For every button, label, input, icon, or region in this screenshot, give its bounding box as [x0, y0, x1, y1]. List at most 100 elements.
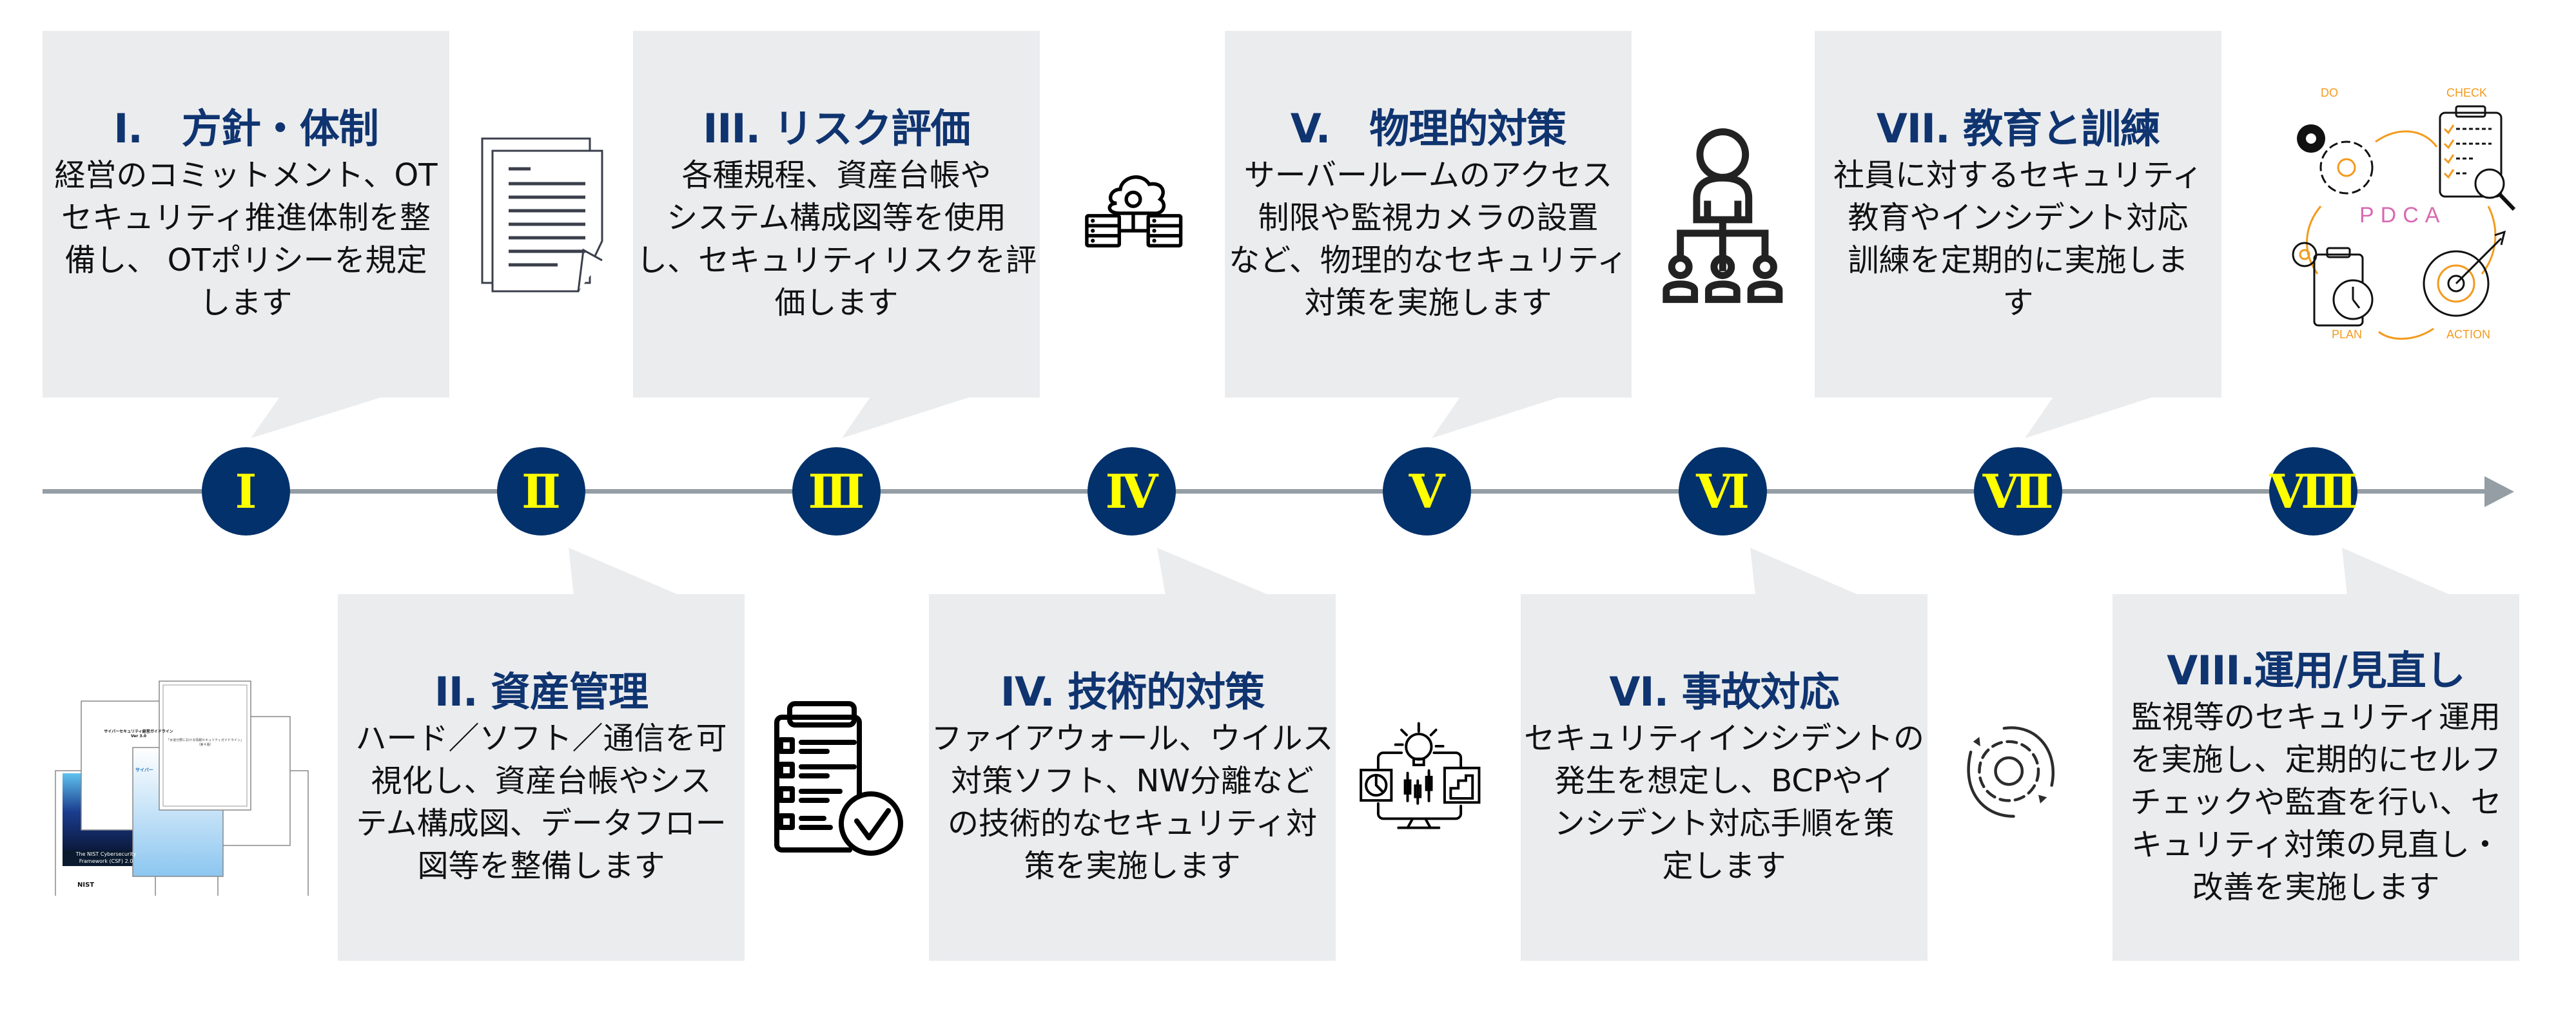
checklist-icon — [774, 701, 903, 856]
description-line: し、セキュリティリスクを評 — [636, 242, 1037, 278]
step-title: VIII.運用/見直し — [2167, 646, 2465, 694]
description-line: など、物理的なセキュリティ — [1229, 242, 1628, 278]
doc2-edition: （第４版） — [197, 743, 213, 747]
description-line: します — [199, 284, 293, 321]
description-line: キュリティ対策の見直し・ — [2131, 826, 2501, 863]
step-marker-4: Ⅳ — [1088, 447, 1176, 535]
marker-numeral: Ⅰ — [235, 463, 257, 519]
callout-tail — [1432, 397, 1560, 438]
callout-tail — [842, 397, 970, 438]
description-line: 対策ソフト、NW分離など — [951, 762, 1314, 799]
pdca-center-label: PDCA — [2359, 203, 2446, 227]
marker-numeral: Ⅴ — [1409, 463, 1445, 519]
step-card-4: IV. 技術的対策 ファイアウォール、ウイルス 対策ソフト、NW分離など の技術… — [929, 594, 1336, 961]
description-line: を実施し、定期的にセルフ — [2130, 741, 2502, 778]
step-title: VII. 教育と訓練 — [1876, 104, 2160, 152]
description-line: 視化し、資産台帳やシス — [371, 762, 712, 799]
step-title: III. リスク評価 — [703, 104, 970, 152]
step-marker-5: Ⅴ — [1383, 447, 1471, 535]
step-description: 監視等のセキュリティ運用 を実施し、定期的にセルフ チェックや監査を行い、セ キ… — [2131, 696, 2502, 909]
description-line: サーバールームのアクセス — [1244, 157, 1613, 193]
description-line: テム構成図、データフロー — [356, 805, 727, 842]
step-marker-1: Ⅰ — [202, 447, 290, 535]
description-line: 策を実施します — [1024, 847, 1241, 884]
step-title: IV. 技術的対策 — [1000, 668, 1265, 715]
step-card-5: V. 物理的対策 サーバールームのアクセス 制限や監視カメラの設置 など、物理的… — [1225, 31, 1632, 398]
callout-tail — [1750, 548, 1860, 595]
marker-numeral: Ⅵ — [1696, 463, 1750, 519]
callout-tail — [2025, 397, 2153, 438]
doc2-title: 「水道分野における情報セキュリティガイドライン」 — [166, 738, 244, 742]
step-card-7: VII. 教育と訓練 社員に対するセキュリティ 教育やインシデント対応 訓練を定… — [1815, 31, 2221, 398]
pdca-action-label: ACTION — [2446, 328, 2490, 341]
step-description: ハード／ソフト／通信を可 視化し、資産台帳やシス テム構成図、データフロー 図等… — [356, 717, 727, 887]
pdca-cycle: DO CHECK PLAN ACTION PDCA — [2292, 86, 2516, 341]
description-line: 発生を想定し、BCPやイ — [1554, 762, 1894, 799]
description-line: 社員に対するセキュリティ — [1833, 157, 2203, 193]
doc-title-water-guideline: 「水道分野における情報セキュリティガイドライン」 （第４版） — [165, 738, 245, 747]
step-description: セキュリティインシデントの 発生を想定し、BCPやイ ンシデント対応手順を策 定… — [1524, 717, 1924, 887]
step-card-1: I. 方針・体制 経営のコミットメント、OT セキュリティ推進体制を整 備し、 … — [43, 31, 449, 398]
monitor-analytics-icon — [1360, 722, 1481, 829]
doc-title-cyber-guideline: サイバーセキュリティ経営ガイドライン Ver 3.0 — [97, 728, 181, 738]
step-marker-3: Ⅲ — [792, 447, 881, 535]
nist-title-line2: Framework (CSF) 2.0 — [79, 858, 133, 864]
marker-numeral: Ⅷ — [2269, 463, 2357, 519]
step-title: V. 物理的対策 — [1290, 104, 1567, 152]
step-title: I. 方針・体制 — [113, 104, 379, 152]
doc1-version: Ver 3.0 — [130, 734, 147, 738]
pdca-check-label: CHECK — [2446, 86, 2487, 99]
description-line: ファイアウォール、ウイルス — [931, 720, 1334, 757]
step-description: 社員に対するセキュリティ 教育やインシデント対応 訓練を定期的に実施しま す — [1833, 154, 2203, 324]
target-arrow-icon — [2423, 230, 2506, 317]
step-card-8: VIII.運用/見直し 監視等のセキュリティ運用 を実施し、定期的にセルフ チェ… — [2113, 594, 2519, 961]
description-line: 備し、 OTポリシーを規定 — [64, 242, 427, 278]
cloud-server-icon — [1085, 175, 1183, 248]
callout-tail — [2342, 548, 2452, 595]
marker-numeral: Ⅲ — [808, 463, 865, 519]
callout-tail — [1157, 548, 1270, 595]
gear-cycle-icon — [1967, 726, 2054, 818]
description-line: 訓練を定期的に実施しま — [1848, 242, 2189, 278]
timeline-line — [43, 489, 2486, 494]
nist-logo: NIST — [77, 882, 95, 889]
step-marker-6: Ⅵ — [1679, 447, 1767, 535]
nist-title-line1: The NIST Cybersecurity — [75, 851, 137, 857]
description-line: システム構成図等を使用 — [667, 199, 1006, 236]
description-line: 対策を実施します — [1304, 284, 1552, 321]
step-marker-2: Ⅱ — [497, 447, 585, 535]
description-line: チェックや監査を行い、セ — [2130, 784, 2502, 820]
pdca-do-label: DO — [2321, 86, 2338, 99]
guideline-documents-collage: サイバーセキュリティ経営ガイドライン Ver 3.0 「水道分野における情報セキ… — [39, 664, 322, 896]
step-marker-8: Ⅷ — [2269, 447, 2357, 535]
marker-numeral: Ⅶ — [1982, 463, 2054, 519]
step-description: 各種規程、資産台帳や システム構成図等を使用 し、セキュリティリスクを評 価しま… — [636, 154, 1037, 324]
description-line: ンシデント対応手順を策 — [1554, 805, 1895, 842]
step-card-3: III. リスク評価 各種規程、資産台帳や システム構成図等を使用 し、セキュリ… — [633, 31, 1040, 398]
description-line: セキュリティインシデントの — [1523, 720, 1925, 757]
gears-icon — [2297, 124, 2374, 195]
pdca-plan-label: PLAN — [2332, 328, 2362, 341]
step-description: 経営のコミットメント、OT セキュリティ推進体制を整 備し、 OTポリシーを規定… — [54, 154, 437, 324]
step-description: ファイアウォール、ウイルス 対策ソフト、NW分離など の技術的なセキュリティ対 … — [932, 717, 1334, 887]
description-line: の技術的なセキュリティ対 — [947, 805, 1318, 842]
step-marker-7: Ⅶ — [1974, 447, 2062, 535]
description-line: セキュリティ推進体制を整 — [61, 199, 431, 236]
description-line: 各種規程、資産台帳や — [681, 157, 991, 193]
description-line: 教育やインシデント対応 — [1848, 199, 2189, 236]
marker-numeral: Ⅱ — [522, 463, 561, 519]
document-icon — [481, 137, 603, 293]
nist-csf-cover-title: The NIST Cybersecurity Framework (CSF) 2… — [63, 851, 150, 865]
description-line: 図等を整備します — [417, 847, 665, 884]
step-card-6: VI. 事故対応 セキュリティインシデントの 発生を想定し、BCPやイ ンシデン… — [1521, 594, 1927, 961]
description-line: 改善を実施します — [2192, 869, 2440, 905]
documents-collage-graphic — [55, 680, 309, 896]
clipboard-magnifier-icon — [2439, 105, 2516, 211]
callout-tail — [569, 548, 680, 595]
description-line: 制限や監視カメラの設置 — [1258, 199, 1599, 236]
description-line: 定します — [1662, 847, 1786, 884]
description-line: す — [2002, 284, 2034, 321]
doc1-title: サイバーセキュリティ経営ガイドライン — [104, 729, 173, 734]
step-description: サーバールームのアクセス 制限や監視カメラの設置 など、物理的なセキュリティ 対… — [1229, 154, 1628, 324]
org-chart-icon — [1663, 128, 1783, 304]
